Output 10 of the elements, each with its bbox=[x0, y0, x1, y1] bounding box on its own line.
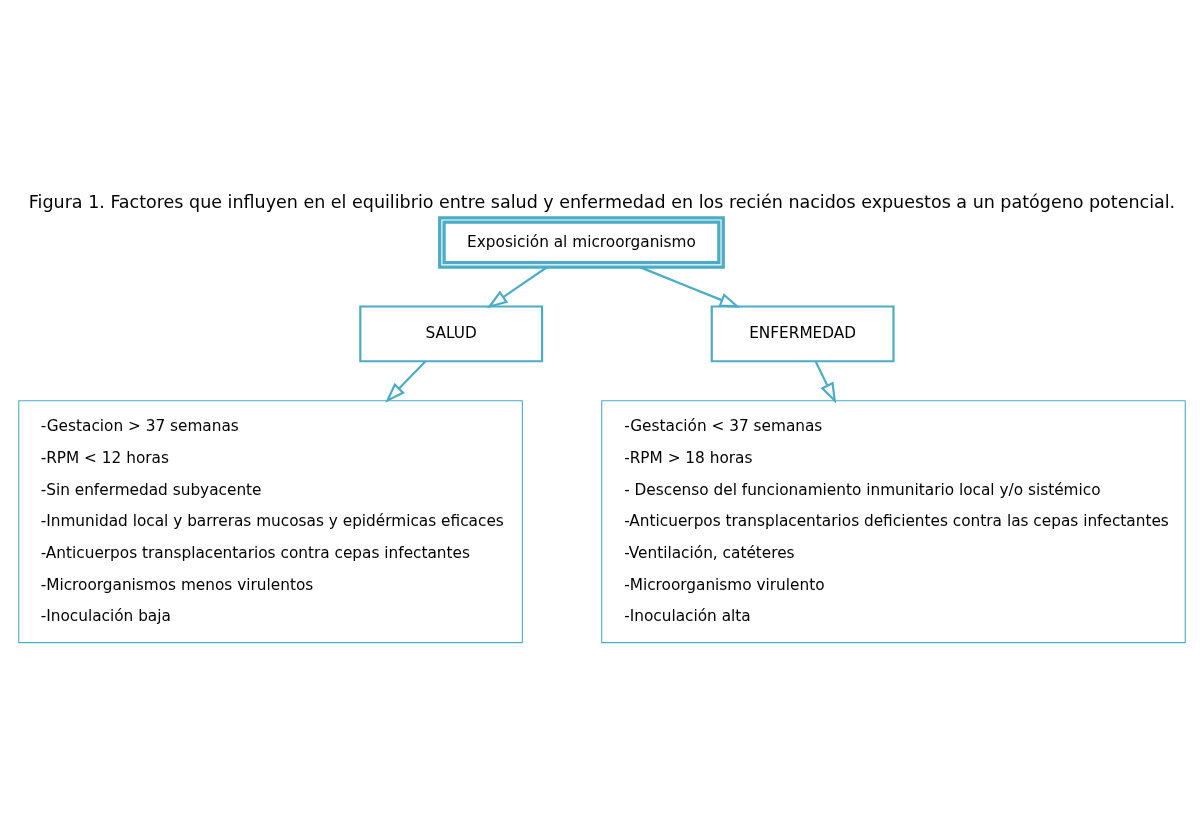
arrow bbox=[639, 265, 741, 308]
node-box: -Gestacion > 37 semanas -RPM < 12 horas -Sin enfermedad subyacente -Inmunidad local y barreras mucosas y epidérmicas eficaces -Anticuerpos transplacentarios contra cepas infectantes -Microorganismos menos virulentos -Inoculación baja bbox=[18, 399, 523, 643]
arrow bbox=[486, 265, 548, 308]
node-box: ENFERMEDAD bbox=[710, 304, 895, 362]
diagram-title: Figura 1. Factores que influyen en el equilibrio entre salud y enfermedad en los recién nacidos expuestos a un patógeno potencial. bbox=[28, 191, 1176, 212]
arrow bbox=[814, 360, 837, 403]
node-box: -Gestación < 37 semanas -RPM > 18 horas - Descenso del funcionamiento inmunitario local y/o sistémico -Anticuerpos transplacentarios deficientes contra las cepas infectantes -Ventilación, catéteres -Microorganismo virulento -Inoculación alta bbox=[601, 399, 1186, 643]
arrow bbox=[385, 360, 427, 403]
node-box: Exposición al microorganismo bbox=[438, 215, 725, 269]
node-box: SALUD bbox=[359, 304, 544, 362]
